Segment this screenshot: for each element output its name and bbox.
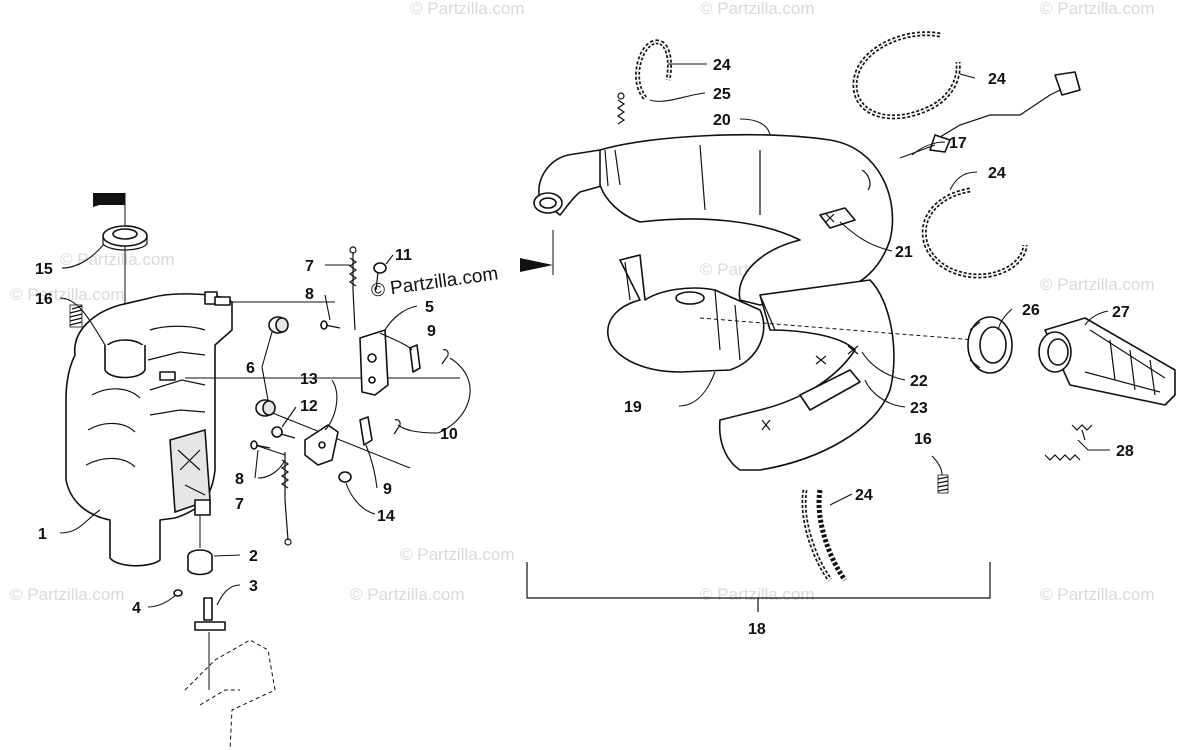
callout-20: 20 (713, 112, 731, 129)
callout-12: 12 (300, 398, 318, 415)
callout-16-right: 16 (914, 431, 932, 448)
callout-24-mid-right: 24 (988, 165, 1006, 182)
axis-line (254, 444, 286, 456)
callout-10: 10 (440, 426, 458, 443)
chain-24-top-right (852, 31, 961, 120)
expansion-chamber-19 (607, 254, 765, 373)
spring-16-right (937, 474, 949, 494)
callout-22: 22 (910, 373, 928, 390)
callout-8-upper: 8 (305, 286, 314, 303)
callouts: 1 2 3 4 5 6 7 7 8 8 9 9 10 11 12 13 14 1… (35, 57, 1134, 638)
watermark: © Partzilla.com (10, 585, 125, 604)
pin-10-lower (393, 419, 401, 435)
frame-section (184, 639, 276, 750)
coupler-27 (1038, 317, 1176, 406)
bushing-6-upper (268, 316, 289, 334)
watermark: © Partzilla.com (400, 545, 515, 564)
chain-24-top-left (635, 39, 672, 100)
grommet-15 (102, 225, 148, 251)
callout-24-top-right: 24 (988, 71, 1006, 88)
callout-16-left: 16 (35, 291, 53, 308)
watermark: © Partzilla.com (700, 585, 815, 604)
callout-24-top-left: 24 (713, 57, 731, 74)
bracket-5 (359, 329, 389, 396)
mount-bushing-2 (187, 515, 213, 576)
callout-7-lower: 7 (235, 496, 244, 513)
spring-25 (616, 92, 626, 125)
callout-2: 2 (249, 548, 258, 565)
watermark: © Partzilla.com (10, 285, 125, 304)
dashed-guide (699, 317, 976, 341)
nut-14 (338, 471, 352, 483)
bracket-13 (304, 424, 339, 466)
callout-21: 21 (895, 244, 913, 261)
callout-14: 14 (377, 508, 395, 525)
watermark: © Partzilla.com (410, 0, 525, 18)
spring-7-upper (348, 246, 358, 331)
spring-7-lower (280, 452, 292, 546)
heat-shield-21 (819, 207, 856, 229)
clip-9-lower (359, 416, 373, 446)
callout-17: 17 (949, 135, 967, 152)
screw-8-lower (250, 440, 271, 450)
washer-4 (173, 589, 183, 597)
watermark: © Partzilla.com (60, 250, 175, 269)
stud-3 (194, 597, 226, 690)
callout-23: 23 (910, 400, 928, 417)
silencer (65, 291, 233, 567)
callout-19: 19 (624, 399, 642, 416)
callout-1: 1 (38, 526, 47, 543)
callout-3: 3 (249, 578, 258, 595)
callout-15: 15 (35, 261, 53, 278)
chain-24-mid-right (921, 187, 1028, 279)
callout-18: 18 (748, 621, 766, 638)
seal-26 (967, 316, 1013, 374)
watermark: © Partzilla.com (1040, 275, 1155, 294)
callout-25: 25 (713, 86, 731, 103)
watermark: © Partzilla.com (350, 585, 465, 604)
callout-5: 5 (425, 299, 434, 316)
callout-9-upper: 9 (427, 323, 436, 340)
watermark: © Partzilla.com (1040, 585, 1155, 604)
callout-9-lower: 9 (383, 481, 392, 498)
watermark: © Partzilla.com (700, 0, 815, 18)
heat-shield-23 (718, 279, 895, 471)
screw-8-upper (320, 320, 341, 330)
callout-8-lower: 8 (235, 471, 244, 488)
pin-10-upper (441, 349, 449, 365)
clip-9-upper (409, 344, 421, 373)
callout-24-bottom: 24 (855, 487, 873, 504)
bolt-11 (373, 262, 387, 291)
callout-7-upper: 7 (305, 258, 314, 275)
watermark-main: © Partzilla.com (370, 263, 500, 302)
bushing-6-lower (255, 399, 276, 417)
callout-13: 13 (300, 371, 318, 388)
spring-28 (1044, 424, 1093, 461)
flag-arrow-icon (520, 230, 554, 275)
callout-27: 27 (1112, 304, 1130, 321)
callout-4: 4 (132, 600, 141, 617)
leader-lines (59, 63, 1110, 608)
callout-26: 26 (1022, 302, 1040, 319)
bolt-12 (271, 426, 296, 439)
flag-arrow-icon (93, 193, 126, 330)
watermark: © Partzilla.com (1040, 0, 1155, 18)
callout-6: 6 (246, 360, 255, 377)
callout-28: 28 (1116, 443, 1134, 460)
callout-11: 11 (395, 247, 412, 264)
chain-24-bottom (801, 489, 848, 582)
